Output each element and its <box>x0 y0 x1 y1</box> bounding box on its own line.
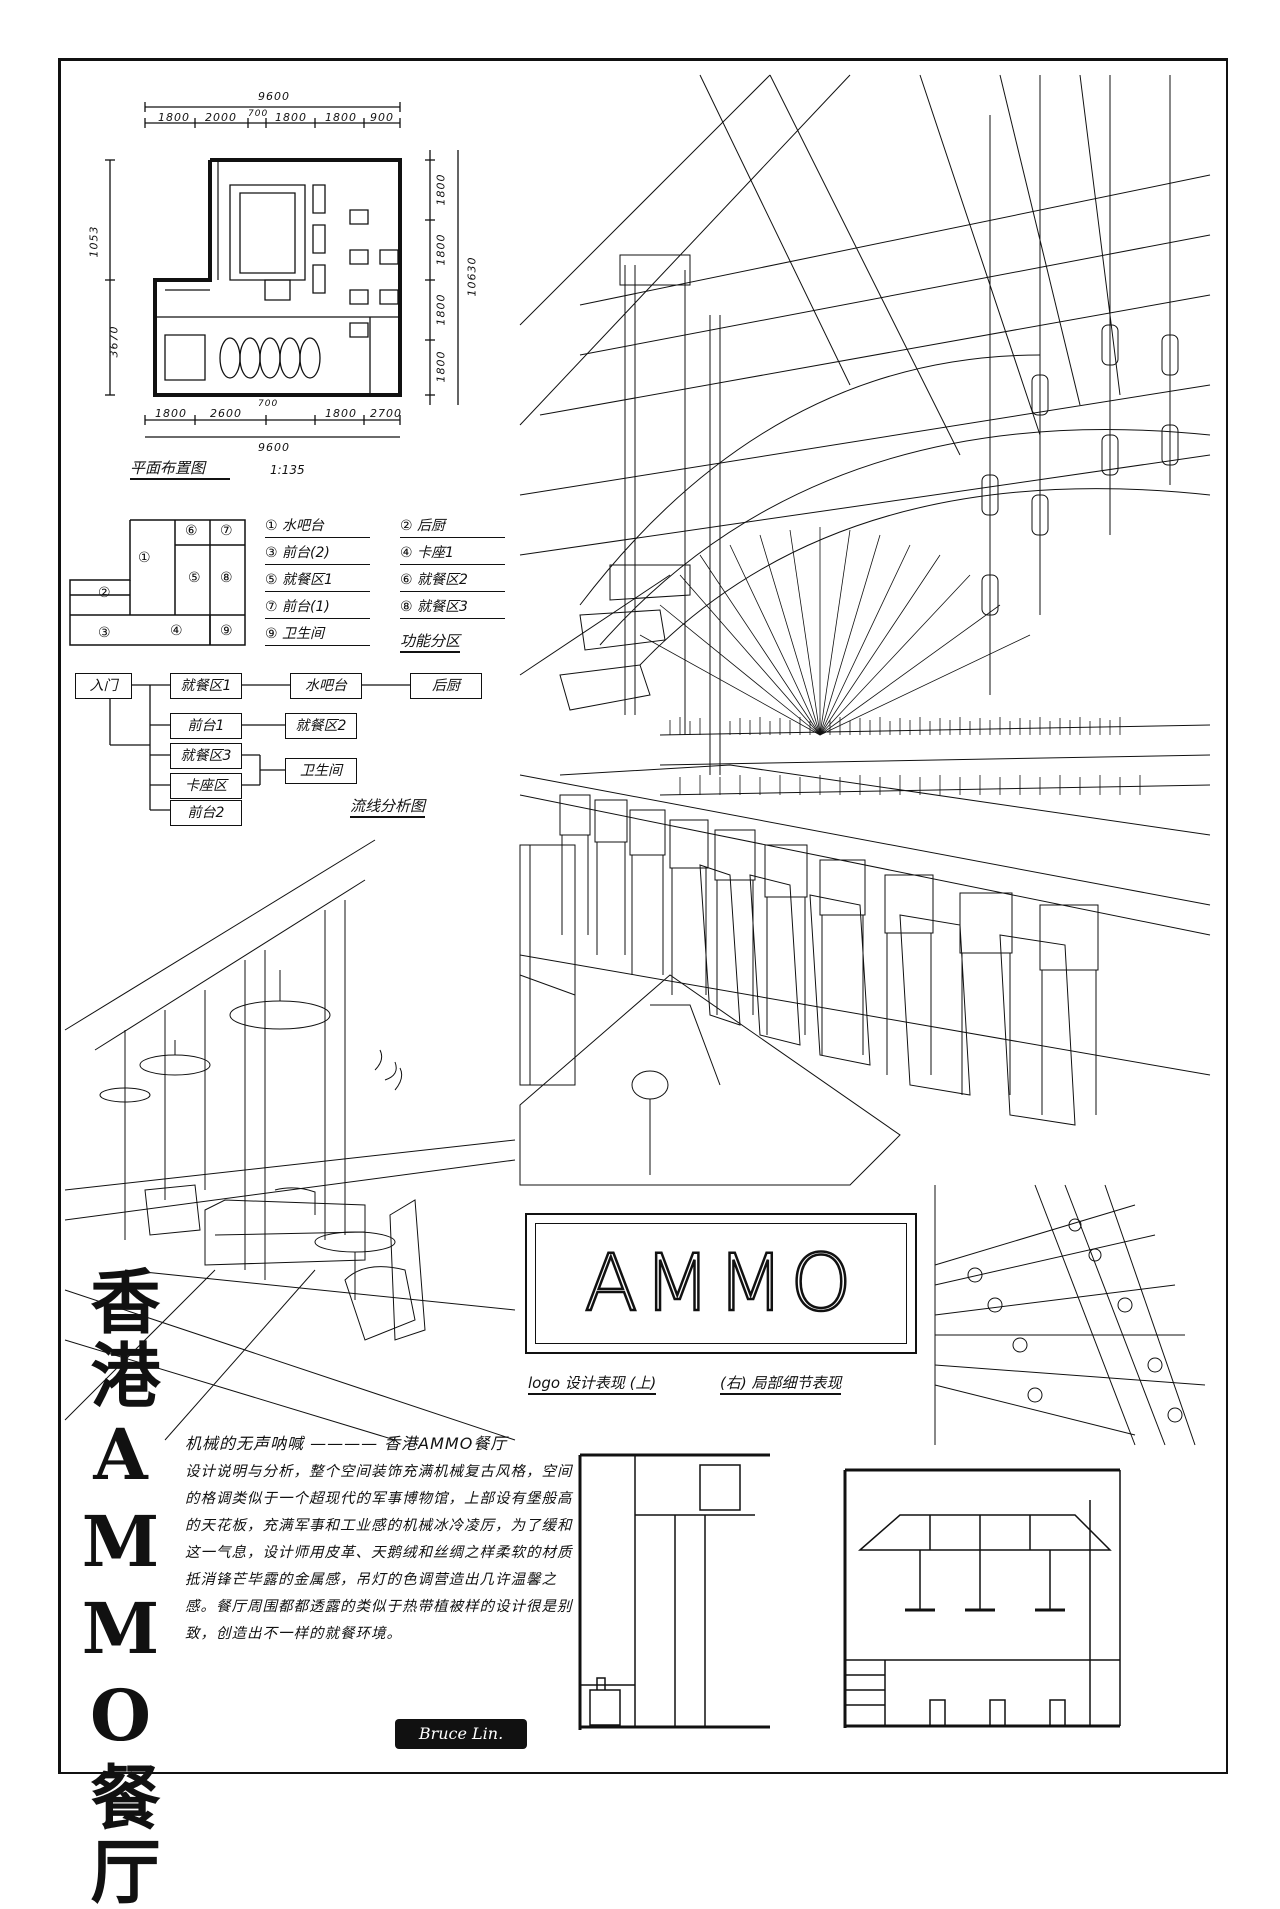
flow-node: 就餐区3 <box>170 743 242 769</box>
dim-top: 900 <box>370 111 394 124</box>
dim-left: 3670 <box>107 325 121 358</box>
zone-legend-item: ① 水吧台 <box>265 515 370 538</box>
detail-caption: (右) 局部细节表现 <box>720 1372 842 1395</box>
zone-legend-item: ③ 前台(2) <box>265 542 370 565</box>
dim-bottom: 700 <box>258 399 279 409</box>
project-title-vertical: 香港AMMO餐厅 <box>70 1265 170 1909</box>
zone-number: ⑧ <box>220 570 233 586</box>
elevation-1-svg <box>575 1455 775 1730</box>
floor-plan-drawing <box>80 85 520 485</box>
flow-title: 流线分析图 <box>350 795 426 818</box>
flow-node-entrance: 入门 <box>75 673 132 699</box>
description-heading: 机械的无声呐喊 ———— 香港AMMO餐厅 <box>185 1434 508 1453</box>
zoning-title: 功能分区 <box>400 630 461 653</box>
zone-number: ③ <box>98 625 111 641</box>
flow-node: 后厨 <box>410 673 482 699</box>
floor-plan-scale: 1:135 <box>270 463 305 477</box>
floor-plan-title: 平面布置图 <box>130 457 230 480</box>
zoning-drawing <box>70 505 510 665</box>
logo-text: AMMO <box>583 1237 858 1330</box>
flow-node: 前台2 <box>170 800 242 826</box>
elevation-drawing-1 <box>575 1455 775 1730</box>
flow-lines <box>70 665 510 835</box>
dim-bottom: 1800 <box>325 407 357 420</box>
elevation-2-svg <box>840 1470 1200 1730</box>
dim-total-bottom: 9600 <box>258 441 290 454</box>
zone-legend-item: ⑤ 就餐区1 <box>265 569 370 592</box>
bar-perspective-svg <box>520 75 1210 1185</box>
zone-number: ① <box>138 550 151 566</box>
floor-plan: 9600 1800 2000 700 1800 1800 900 1800 26… <box>80 85 520 485</box>
dim-bottom: 2600 <box>210 407 242 420</box>
dim-top: 700 <box>248 109 269 119</box>
dim-top: 2000 <box>205 111 237 124</box>
dim-right: 1800 <box>434 293 448 326</box>
zone-legend-item: ⑦ 前台(1) <box>265 596 370 619</box>
dim-left: 1053 <box>87 225 101 258</box>
dim-right: 1800 <box>434 350 448 383</box>
dim-right: 1800 <box>434 173 448 206</box>
dim-right-total: 10630 <box>465 256 479 297</box>
flow-node: 水吧台 <box>290 673 362 699</box>
zone-legend-item: ⑨ 卫生间 <box>265 623 370 646</box>
zone-legend-item: ⑥ 就餐区2 <box>400 569 505 592</box>
zone-number: ⑦ <box>220 523 233 539</box>
lounge-perspective-svg <box>65 840 515 1420</box>
flow-node: 前台1 <box>170 713 242 739</box>
zone-number: ② <box>98 585 111 601</box>
flow-node: 卫生间 <box>285 758 357 784</box>
design-description: 机械的无声呐喊 ———— 香港AMMO餐厅 设计说明与分析，整个空间装饰充满机械… <box>185 1430 585 1648</box>
dim-top: 1800 <box>158 111 190 124</box>
dim-top: 1800 <box>325 111 357 124</box>
bar-perspective-drawing <box>520 75 1210 1185</box>
dim-total-top: 9600 <box>258 90 290 103</box>
zone-number: ⑤ <box>188 570 201 586</box>
lounge-perspective-drawing <box>65 840 515 1420</box>
zone-legend-item: ⑧ 就餐区3 <box>400 596 505 619</box>
logo-design-box: AMMO <box>525 1213 917 1354</box>
zone-number: ⑥ <box>185 523 198 539</box>
elevation-drawing-2 <box>840 1470 1200 1730</box>
dim-bottom: 1800 <box>155 407 187 420</box>
zone-legend-item: ④ 卡座1 <box>400 542 505 565</box>
flow-node: 卡座区 <box>170 773 242 799</box>
zone-legend-item: ② 后厨 <box>400 515 505 538</box>
author-signature: Bruce Lin. <box>395 1719 527 1749</box>
dim-right: 1800 <box>434 233 448 266</box>
logo-caption: logo 设计表现 (上) <box>528 1372 657 1395</box>
detail-drawing <box>935 1185 1215 1445</box>
project-title-text: 香港AMMO餐厅 <box>79 1265 162 1909</box>
flow-node: 就餐区2 <box>285 713 357 739</box>
detail-drawing-svg <box>935 1185 1215 1445</box>
drawing-sheet-border <box>58 58 1228 1774</box>
flow-node: 就餐区1 <box>170 673 242 699</box>
zone-number: ④ <box>170 623 183 639</box>
description-body: 设计说明与分析，整个空间装饰充满机械复古风格，空间的格调类似于一个超现代的军事博… <box>185 1464 573 1642</box>
logo-inner-frame: AMMO <box>535 1223 907 1344</box>
zone-number: ⑨ <box>220 623 233 639</box>
zoning-diagram: ① ② ③ ④ ⑤ ⑥ ⑦ ⑧ ⑨ ① 水吧台 ② 后厨 ③ 前台(2) ④ 卡… <box>70 505 510 665</box>
flow-diagram: 入门 就餐区1 水吧台 后厨 前台1 就餐区2 就餐区3 卫生间 卡座区 前台2… <box>70 665 510 835</box>
dim-bottom: 2700 <box>370 407 402 420</box>
dim-top: 1800 <box>275 111 307 124</box>
